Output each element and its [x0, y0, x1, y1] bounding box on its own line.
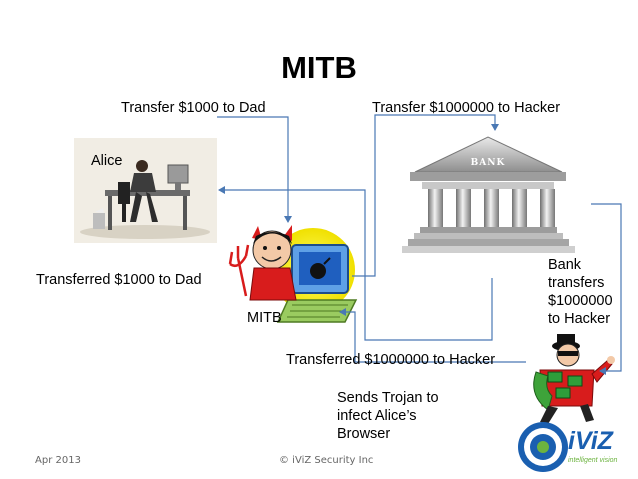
footer-copyright: © iViZ Security Inc: [279, 455, 374, 466]
label-transfer-dad: Transfer $1000 to Dad: [121, 100, 266, 116]
arrow-bank-to-alice: [218, 186, 493, 341]
label-transfer-hacker: Transfer $1000000 to Hacker: [372, 100, 561, 116]
label-transferred-hacker: Transferred $1000000 to Hacker: [286, 352, 496, 368]
arrow-alice-to-mitb: [217, 116, 292, 223]
devil-hacker-picture: [228, 225, 358, 323]
label-alice: Alice: [91, 153, 123, 169]
iviz-logo-mark: [518, 422, 568, 472]
alice-office-picture: [74, 138, 217, 243]
label-transferred-dad: Transferred $1000 to Dad: [36, 272, 202, 288]
label-mitb: MITB: [247, 310, 282, 326]
label-sends-trojan: Sends Trojan to infect Alice’s Browser: [337, 390, 439, 442]
hacker-with-money-picture: [533, 334, 615, 424]
bank-building-picture: [402, 136, 575, 253]
logo-tagline: intelligent vision: [568, 457, 618, 464]
arrow-bank-to-hacker: [591, 203, 622, 375]
logo-brand: iViZ: [568, 427, 613, 455]
bank-sign-text: BANK: [470, 158, 506, 168]
arrow-mitb-to-bank: [352, 114, 499, 277]
flow-arrows: [217, 114, 622, 375]
label-bank-transfers: Bank transfers $1000000 to Hacker: [548, 257, 613, 327]
page-title: MITB: [281, 50, 357, 85]
arrow-hacker-to-mitb: [339, 308, 526, 363]
footer-date: Apr 2013: [35, 455, 81, 466]
